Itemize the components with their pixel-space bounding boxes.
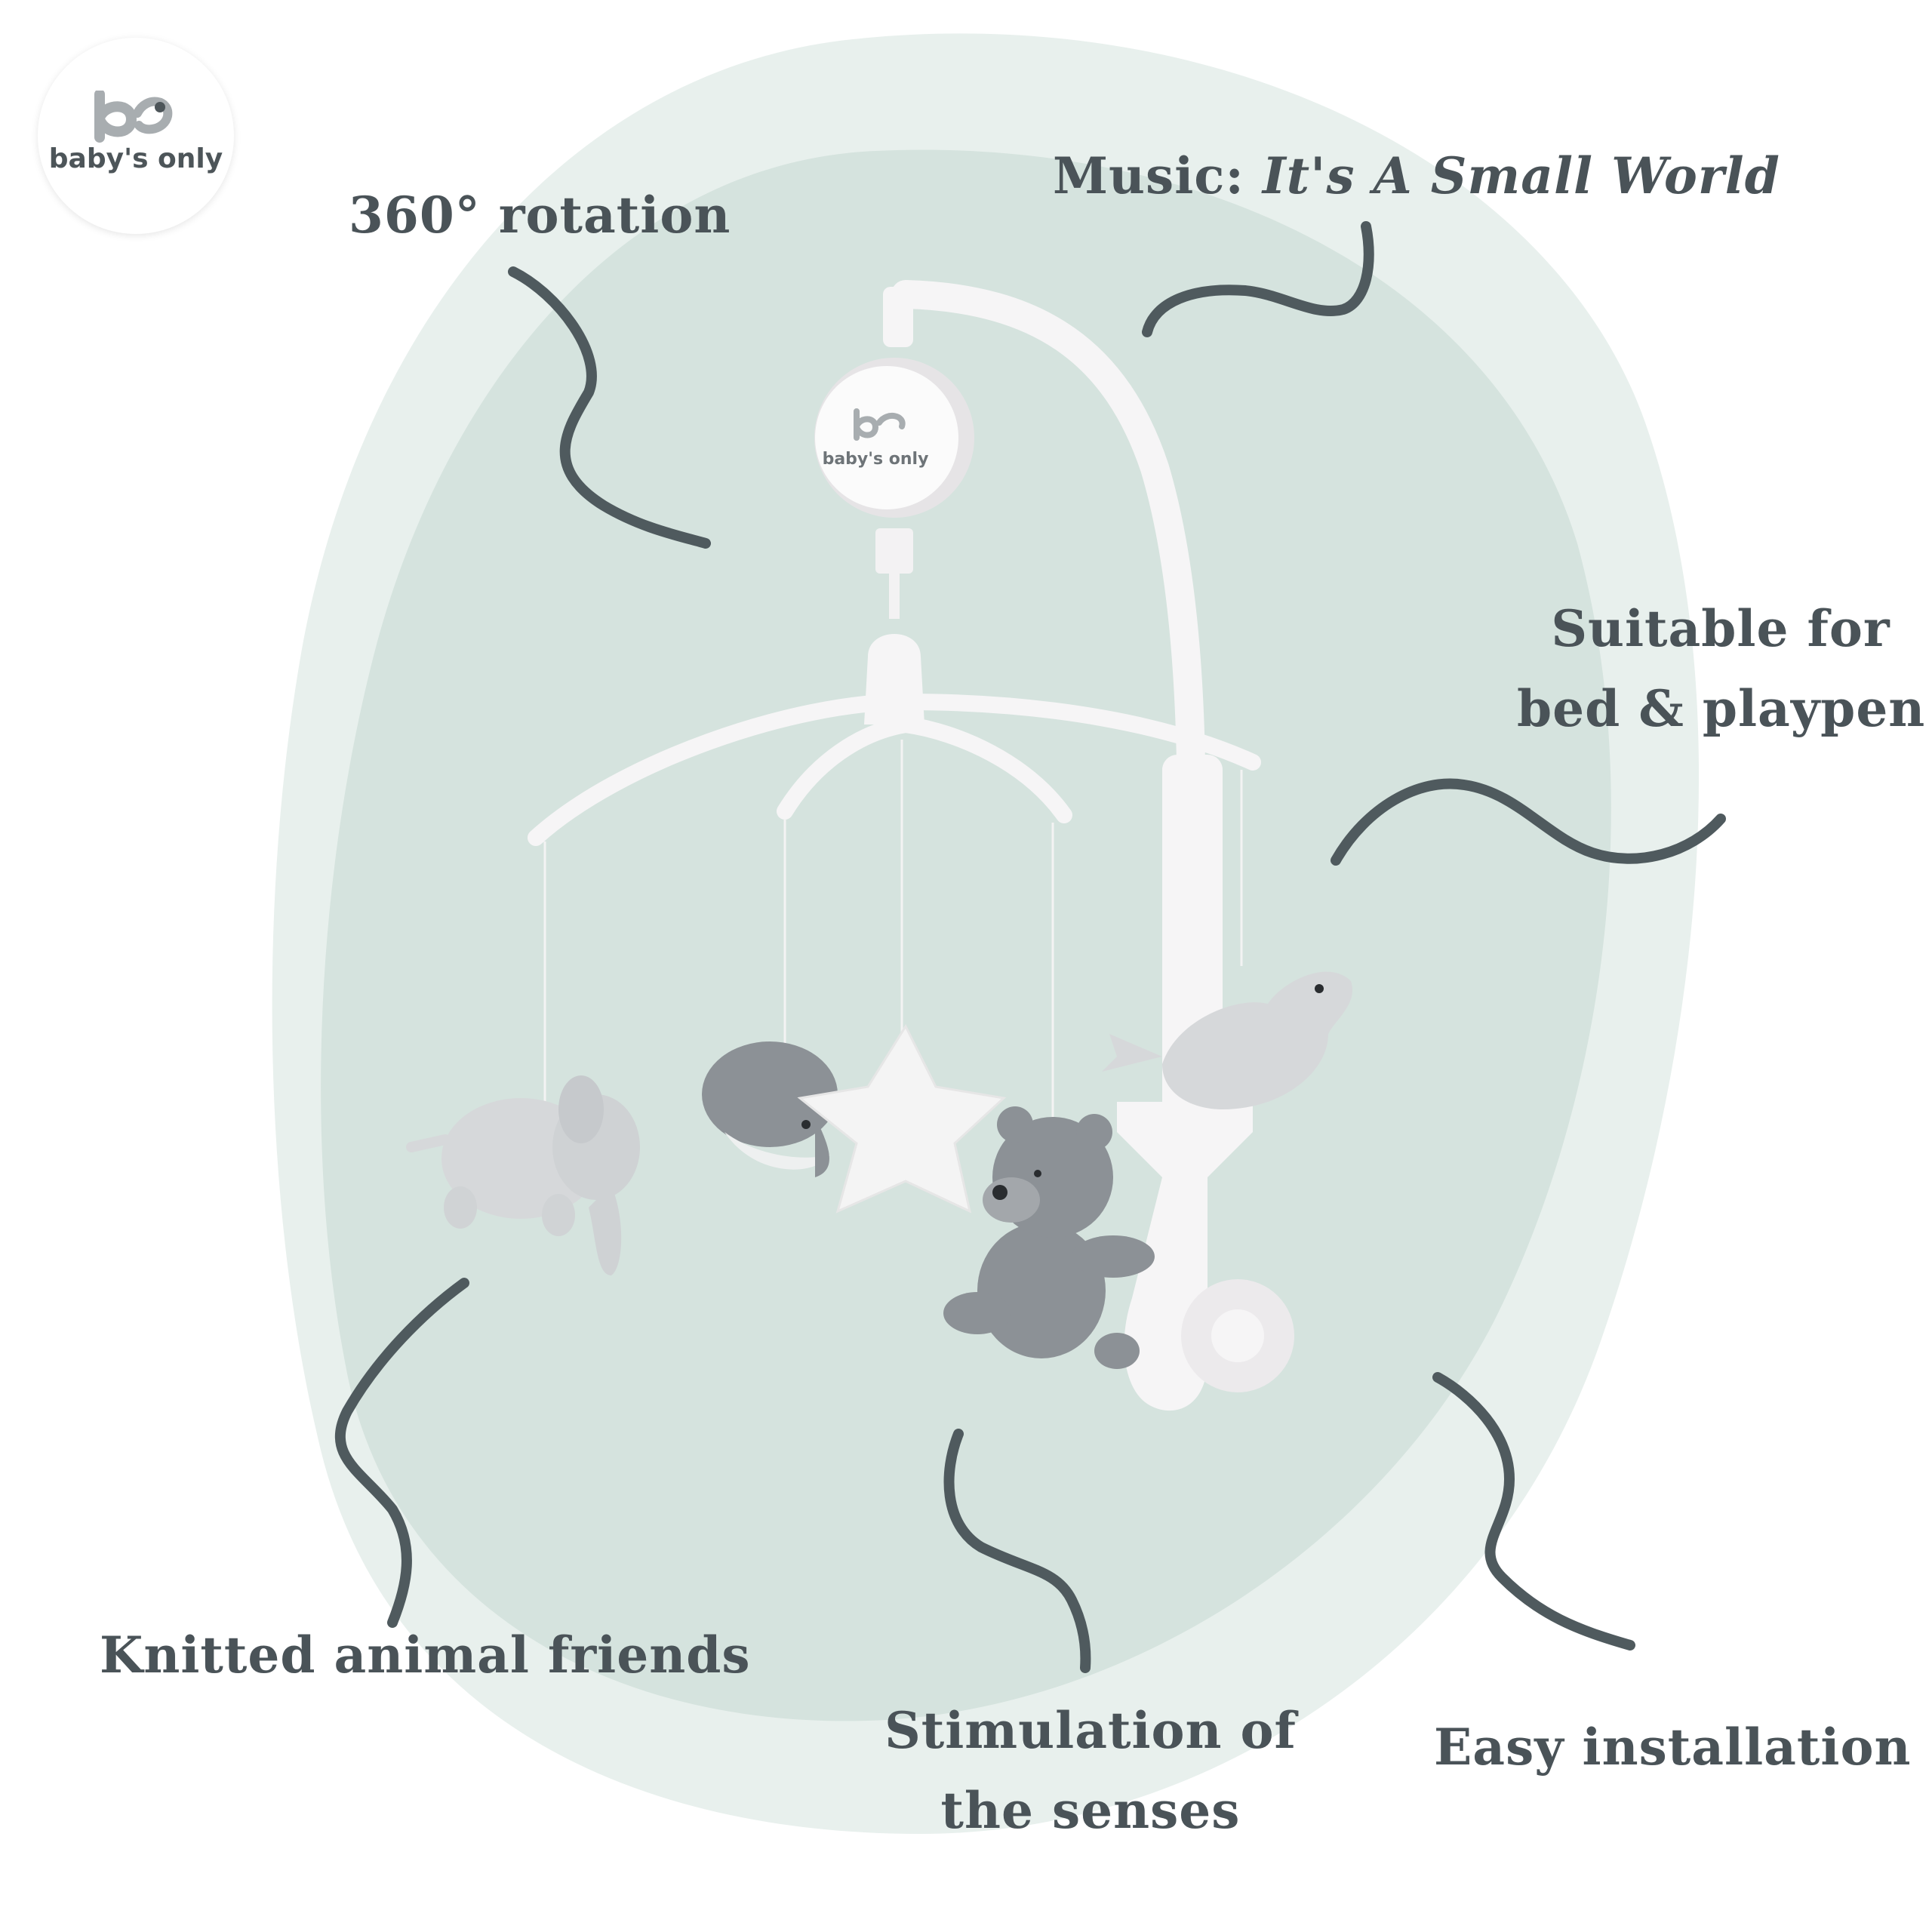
feature-music-title: It's A Small World	[1262, 146, 1780, 205]
feature-suitable-line2: bed & playpen	[1517, 679, 1926, 738]
music-box-hub	[814, 287, 974, 724]
feature-installation: Easy installation	[1434, 1718, 1912, 1777]
brand-logo-text: baby's only	[48, 143, 223, 174]
squiggle-suitable	[1331, 778, 1726, 866]
feature-knitted: Knitted animal friends	[100, 1626, 751, 1684]
squiggle-stimulation	[943, 1429, 1091, 1673]
squiggle-music	[1142, 221, 1374, 337]
feature-suitable-line1: Suitable for	[1551, 599, 1890, 658]
hanging-strings	[543, 740, 1243, 1117]
knitted-bear	[943, 1106, 1155, 1369]
knitted-star	[797, 1023, 1007, 1214]
mobile-crossbar-inner	[777, 715, 1072, 823]
brand-logo: baby's only	[38, 38, 234, 234]
squiggle-rotation	[508, 266, 711, 549]
feature-suitable: Suitable for bed & playpen	[1517, 589, 1924, 749]
hub-logo-mark	[854, 408, 906, 441]
feature-music: Music: It's A Small World	[1053, 136, 1780, 216]
knitted-whale	[702, 1041, 838, 1177]
brand-logo-mark	[94, 91, 173, 143]
squiggle-knitted	[334, 1278, 469, 1628]
knitted-bird	[1102, 971, 1353, 1109]
squiggle-installation	[1432, 1372, 1635, 1651]
squiggle-connectors	[334, 221, 1726, 1673]
knitted-elephant	[406, 1075, 640, 1275]
hub-logo-text: baby's only	[823, 450, 929, 469]
feature-music-label: Music:	[1053, 146, 1263, 205]
feature-stimulation-line2: the senses	[940, 1781, 1241, 1840]
mobile-crossbar-outer	[528, 693, 1261, 846]
feature-rotation: 360° rotation	[349, 186, 731, 245]
feature-stimulation-line1: Stimulation of	[884, 1701, 1297, 1760]
feature-stimulation: Stimulation of the senses	[864, 1690, 1317, 1850]
